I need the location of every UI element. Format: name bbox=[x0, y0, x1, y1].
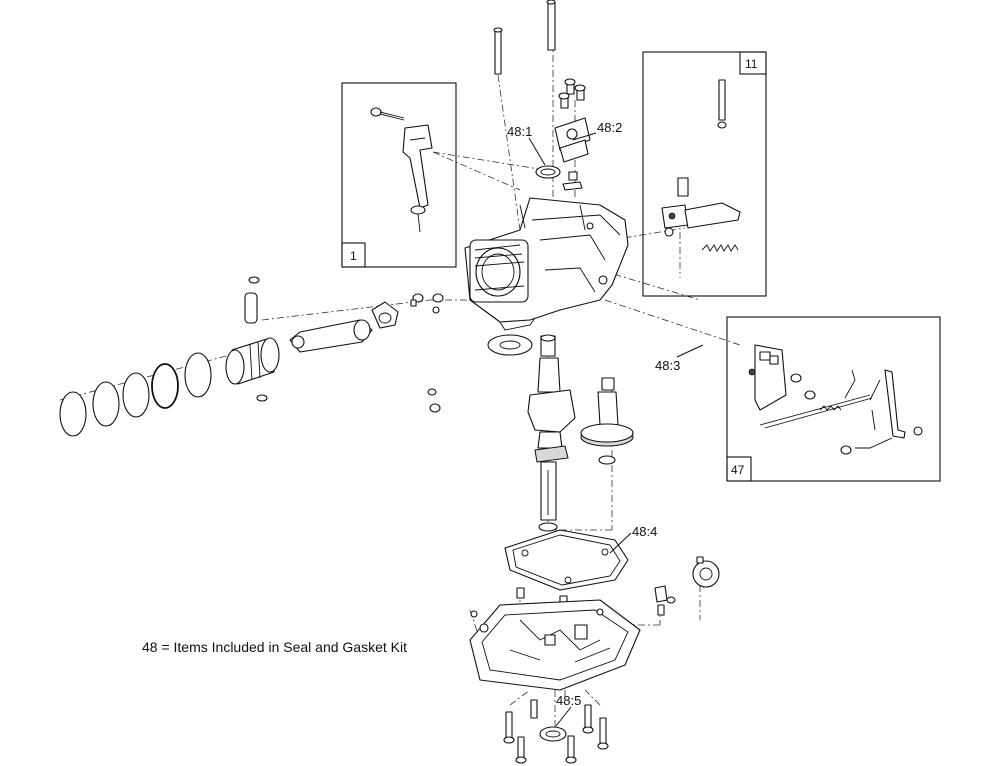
box-1-label: 1 bbox=[350, 249, 357, 263]
crankcase-gasket bbox=[504, 529, 629, 591]
cover-bolts bbox=[503, 699, 609, 764]
callout-48-2: 48:2 bbox=[597, 120, 622, 135]
crankcase-cover bbox=[469, 599, 641, 691]
main-bearing bbox=[487, 334, 533, 356]
piston bbox=[225, 337, 280, 385]
box-11-label: 11 bbox=[745, 57, 758, 71]
valve-cover-gasket bbox=[559, 139, 589, 163]
rod-bolts bbox=[410, 293, 444, 314]
dipstick-bolt bbox=[370, 107, 405, 121]
pin-clips bbox=[248, 276, 268, 402]
oil-seal-bottom bbox=[539, 726, 567, 742]
governor-bracket bbox=[661, 177, 741, 237]
dowel-pins bbox=[427, 388, 441, 413]
connecting-rod bbox=[289, 319, 373, 353]
dipstick-tube bbox=[402, 124, 433, 233]
crankshaft bbox=[527, 334, 576, 521]
governor-shaft bbox=[654, 585, 676, 616]
camshaft bbox=[580, 377, 634, 465]
inset-box-47: 47 bbox=[726, 316, 941, 482]
governor-gear bbox=[692, 556, 720, 588]
callout-labels: 48:1 48:2 48:3 48:4 48:5 bbox=[507, 120, 680, 708]
governor-stud bbox=[717, 79, 727, 129]
piston-rings bbox=[59, 352, 212, 437]
box-47-label: 47 bbox=[731, 463, 745, 477]
governor-spring bbox=[701, 244, 739, 252]
throttle-plate bbox=[748, 344, 787, 411]
valve-cover-bolts bbox=[558, 78, 586, 109]
throttle-bolts bbox=[790, 373, 852, 455]
callout-48-5: 48:5 bbox=[556, 693, 581, 708]
thrust-washer bbox=[538, 522, 558, 532]
cylinder-head-studs bbox=[493, 0, 556, 75]
rod-cap bbox=[371, 301, 399, 329]
control-lever bbox=[855, 369, 923, 449]
callout-48-1: 48:1 bbox=[507, 124, 532, 139]
callout-48-4: 48:4 bbox=[632, 524, 657, 539]
inset-box-1: 1 bbox=[341, 82, 457, 268]
throttle-linkage bbox=[759, 369, 881, 431]
cylinder-block bbox=[464, 197, 629, 331]
breather-small-parts bbox=[562, 171, 583, 191]
inset-box-11: 11 bbox=[642, 51, 767, 297]
oil-seal-top bbox=[535, 165, 561, 179]
seal-gasket-kit-note: 48 = Items Included in Seal and Gasket K… bbox=[142, 639, 407, 655]
callout-leaders bbox=[528, 132, 704, 727]
piston-pin bbox=[244, 292, 258, 324]
callout-48-3: 48:3 bbox=[655, 358, 680, 373]
